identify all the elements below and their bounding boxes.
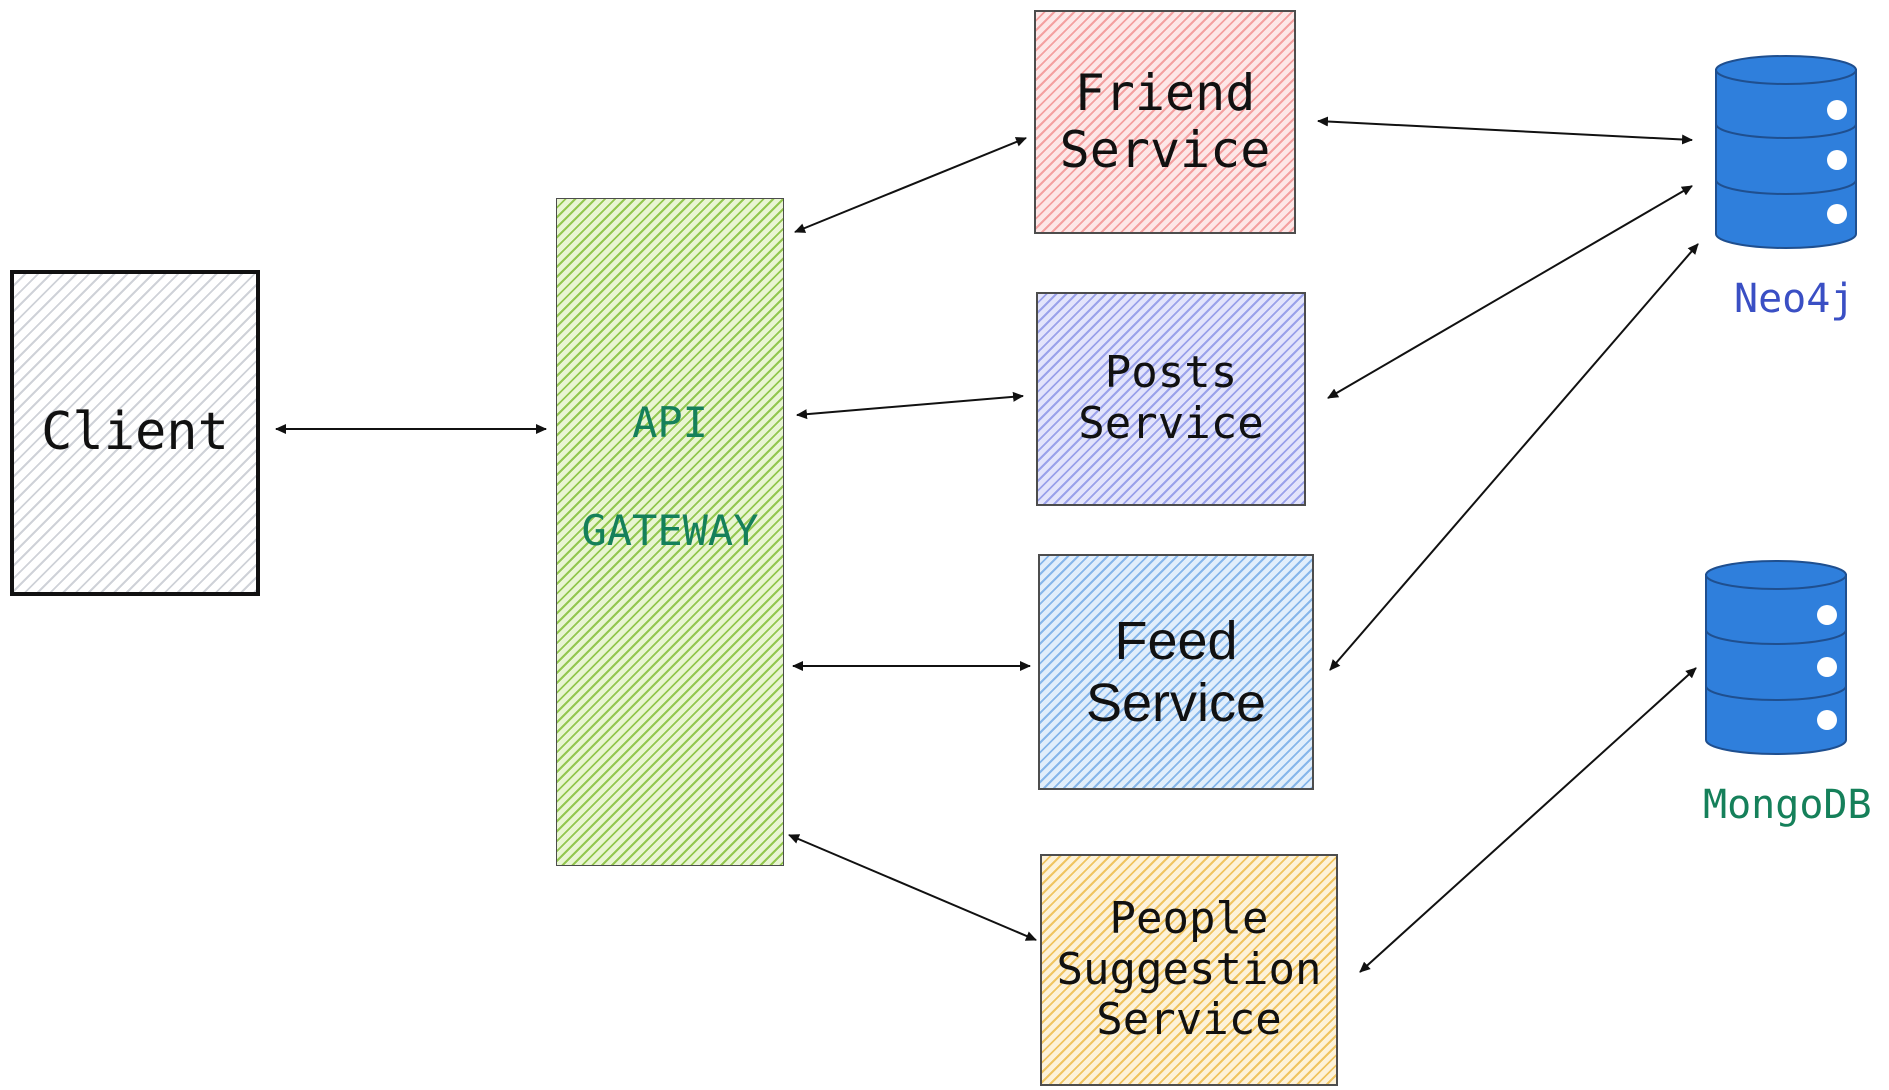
people-service-line2: Suggestion [1056, 943, 1322, 995]
feed-service-line1: Feed [1114, 610, 1238, 671]
people-service-line3: Service [1096, 994, 1282, 1046]
people-suggestion-service-node: People Suggestion Service [1040, 854, 1338, 1086]
api-gateway-node: API GATEWAY [556, 198, 784, 866]
gateway-label-line1: API [632, 397, 708, 447]
posts-service-line2: Service [1078, 398, 1264, 449]
neo4j-label: Neo4j [1734, 276, 1855, 322]
friend-service-node: Friend Service [1034, 10, 1296, 234]
client-node: Client [10, 270, 260, 596]
feed-service-line2: Service [1085, 673, 1267, 733]
gateway-label-line2: GATEWAY [581, 506, 759, 555]
friend-service-line1: Friend [1074, 63, 1256, 122]
client-label: Client [41, 402, 229, 463]
friend-neo4j-arrow [1317, 116, 1693, 145]
gateway-posts-arrow [796, 391, 1024, 420]
posts-neo4j-arrow [1327, 185, 1693, 399]
posts-service-line1: Posts [1104, 347, 1238, 399]
people-mongodb-arrow [1359, 667, 1697, 973]
people-service-line1: People [1109, 893, 1269, 945]
friend-service-line2: Service [1059, 121, 1271, 179]
gateway-friend-arrow [794, 137, 1027, 233]
posts-service-node: Posts Service [1036, 292, 1306, 506]
feed-service-node: Feed Service [1038, 554, 1314, 790]
feed-neo4j-arrow [1329, 243, 1699, 671]
mongodb-label: MongoDB [1703, 782, 1872, 828]
gateway-people-arrow [788, 834, 1037, 941]
